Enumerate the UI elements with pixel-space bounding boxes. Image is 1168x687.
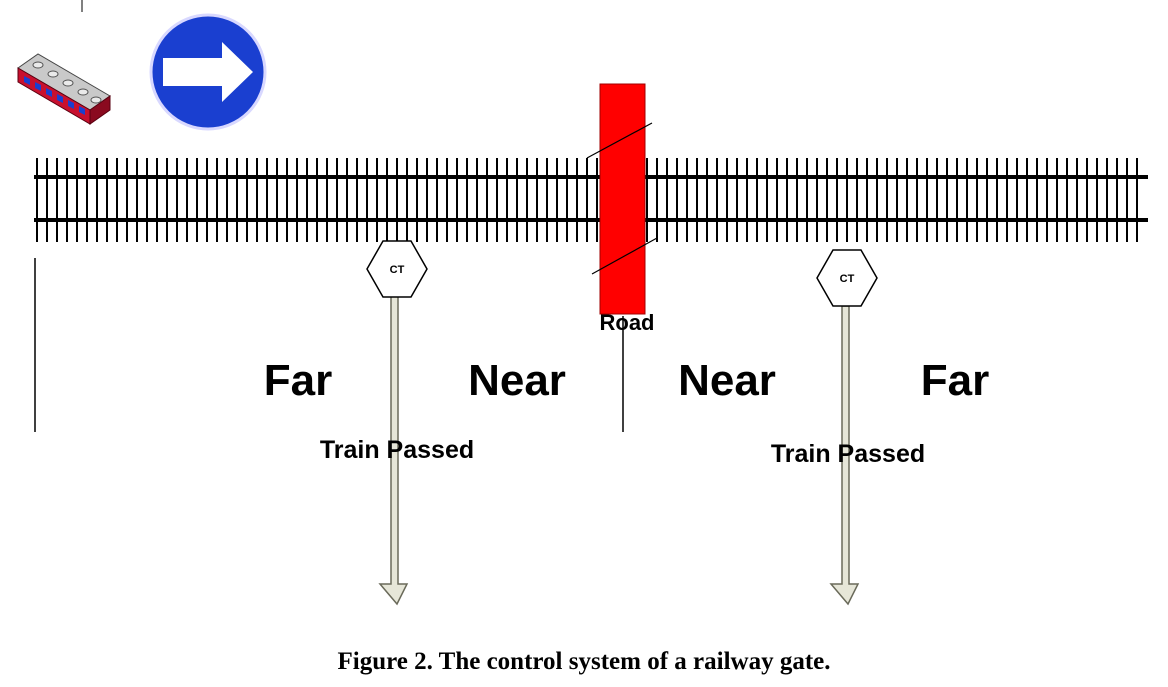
train-icon [17, 53, 111, 125]
sensor-label-right: CT [840, 273, 855, 285]
sensor-label-left: CT [390, 264, 405, 276]
sensor-ct-right [816, 249, 878, 307]
figure-caption: Figure 2. The control system of a railwa… [337, 648, 831, 675]
railway-track [34, 158, 1148, 242]
sensor-arrow-left [378, 295, 409, 606]
zone-near-right: Near [678, 356, 776, 405]
train-passed-label-right: Train Passed [771, 440, 925, 468]
zone-far-right: Far [921, 356, 989, 405]
track-sleepers [36, 158, 1138, 242]
zone-near-left: Near [468, 356, 566, 405]
road-edge-line [586, 122, 653, 159]
road-edge-line [591, 237, 658, 275]
direction-arrow-sign-icon [149, 13, 267, 131]
sensor-right: CT Train Passed [771, 249, 925, 606]
sensor-arrow-right [829, 305, 860, 606]
zone-far-left: Far [264, 356, 332, 405]
sensor-left: CT Train Passed [320, 240, 474, 606]
sensor-ct-left [366, 240, 428, 298]
gate-barrier [599, 83, 646, 315]
train-passed-label-left: Train Passed [320, 436, 474, 464]
road-label: Road [600, 310, 655, 335]
railway-gate: Road [586, 83, 658, 335]
